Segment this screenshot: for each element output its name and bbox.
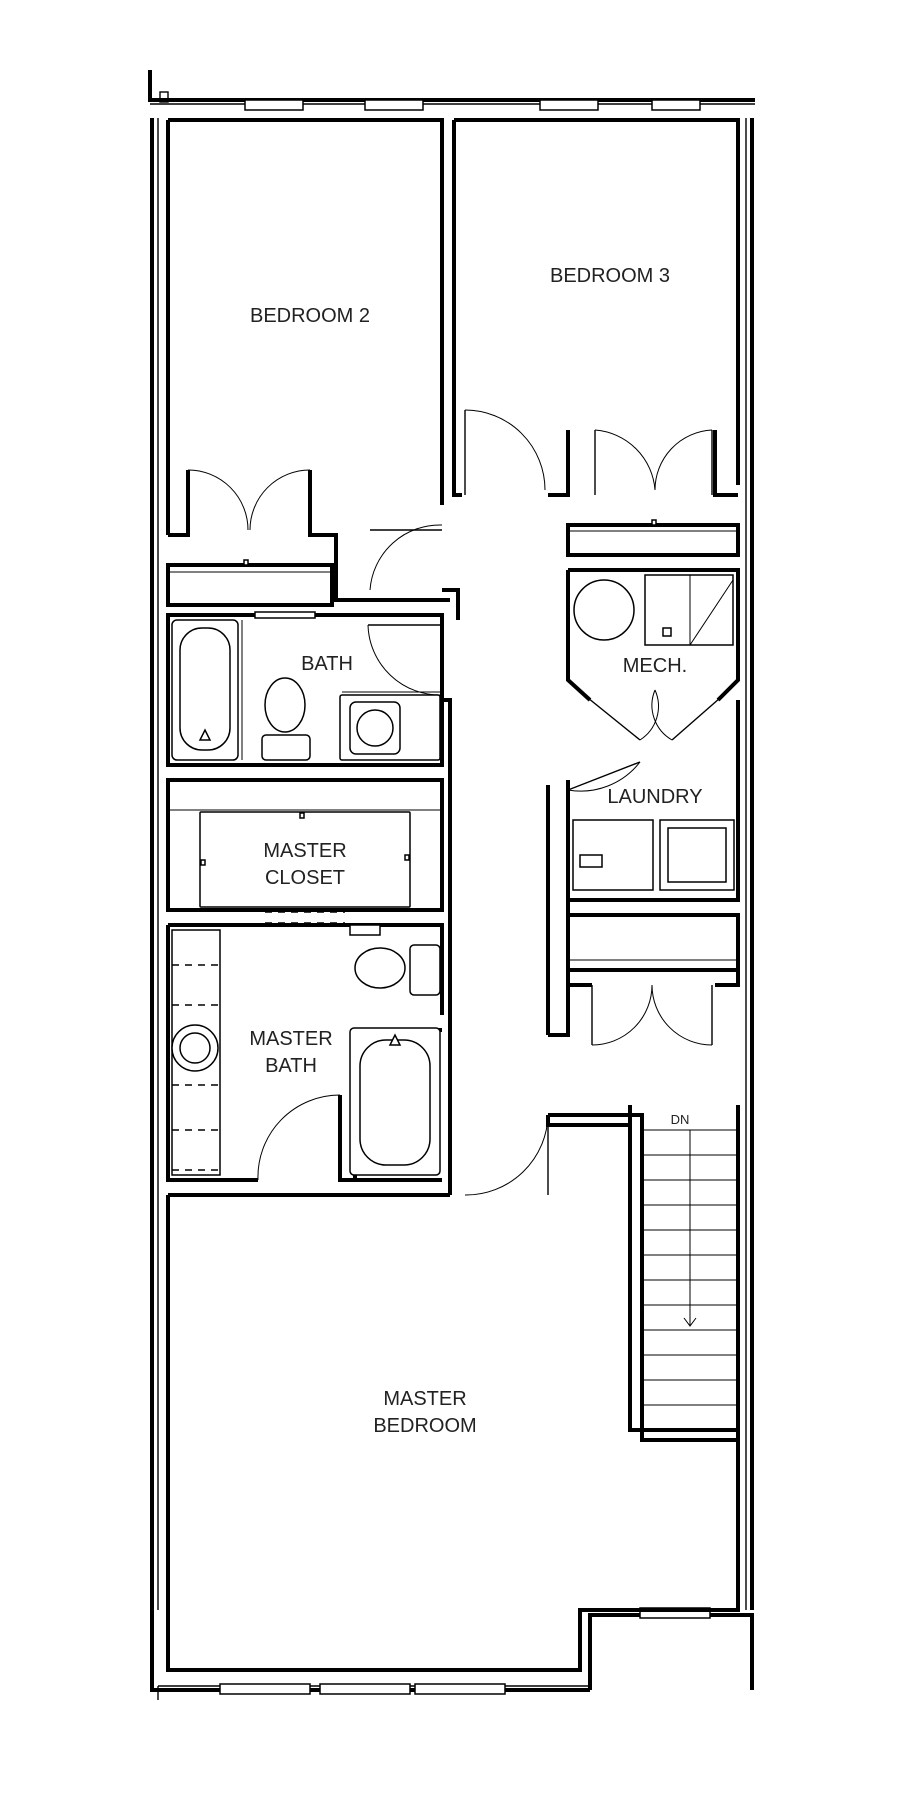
fixtures [168, 519, 738, 1406]
label-master-closet-line2: CLOSET [265, 867, 345, 889]
label-bath: BATH [301, 653, 353, 675]
label-master-closet-line1: MASTER [263, 840, 346, 862]
label-master-bedroom-line2: BEDROOM [373, 1415, 476, 1437]
label-master-bath-line2: BATH [265, 1055, 317, 1077]
label-bedroom-3: BEDROOM 3 [550, 265, 670, 287]
exterior-walls [148, 70, 755, 1700]
label-master-bedroom-line1: MASTER [383, 1388, 466, 1410]
label-master-bath-line1: MASTER [249, 1028, 332, 1050]
room-labels: BEDROOM 2 BEDROOM 3 BATH MECH. LAUNDRY M… [249, 265, 702, 1437]
interior-walls [166, 118, 740, 1672]
label-laundry: LAUNDRY [607, 786, 702, 808]
label-stair-down: DN [671, 1112, 690, 1127]
label-mech: MECH. [623, 655, 687, 677]
doors [187, 409, 721, 1196]
label-bedroom-2: BEDROOM 2 [250, 305, 370, 327]
